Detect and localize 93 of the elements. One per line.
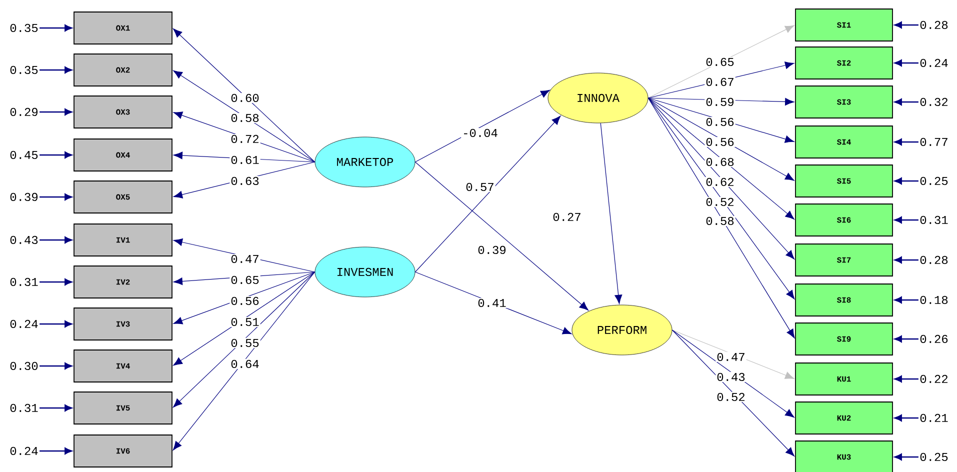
edge-label: 0.65 [704, 56, 736, 68]
error-value: 0.43 [10, 236, 38, 244]
arrow [40, 320, 72, 328]
arrow [40, 108, 72, 116]
arrow [894, 216, 918, 224]
error-value: 0.25 [920, 452, 948, 462]
edge-label: 0.58 [230, 112, 260, 124]
error-value: 0.31 [10, 404, 38, 412]
error-value: 0.28 [920, 20, 948, 30]
arrow [648, 98, 795, 300]
arrow [40, 448, 72, 454]
arrow [894, 98, 918, 106]
edge-label: 0.56 [704, 116, 736, 128]
edge-label: 0.58 [704, 216, 736, 226]
arrow [894, 138, 918, 146]
edge-label: 0.39 [476, 244, 508, 256]
arrow [648, 98, 795, 338]
arrow [894, 376, 918, 382]
arrow [648, 98, 794, 181]
arrow [648, 98, 794, 220]
error-value: 0.24 [10, 320, 38, 328]
edge-label: 0.64 [230, 358, 260, 370]
edge-label: 0.59 [704, 96, 736, 108]
arrow [894, 336, 918, 342]
arrow [648, 25, 794, 98]
error-value: 0.29 [10, 108, 38, 116]
edge-label: 0.43 [716, 372, 746, 382]
edge-label: 0.27 [552, 212, 582, 222]
edge-label: 0.67 [704, 76, 736, 88]
edge-label: 0.47 [230, 254, 260, 264]
arrow [40, 278, 72, 286]
arrow [173, 70, 316, 162]
edge-label: 0.47 [716, 352, 746, 362]
error-value: 0.32 [920, 98, 948, 106]
arrow [894, 414, 918, 422]
edge-label: 0.52 [704, 196, 736, 208]
arrow [894, 178, 918, 184]
arrow [894, 256, 918, 264]
edge-label: 0.52 [716, 392, 746, 402]
arrow [173, 28, 316, 162]
edge-label: 0.65 [230, 274, 260, 286]
arrow [894, 454, 918, 460]
arrow [672, 330, 794, 379]
error-value: 0.25 [920, 176, 948, 186]
arrow [414, 116, 561, 272]
error-value: 0.24 [10, 446, 38, 456]
arrow [414, 90, 550, 162]
arrow [173, 272, 316, 324]
error-value: 0.18 [920, 296, 948, 304]
arrow [172, 272, 316, 450]
edge-label: 0.68 [704, 156, 736, 168]
error-value: 0.35 [10, 66, 38, 74]
error-value: 0.77 [920, 138, 948, 146]
error-value: 0.21 [920, 414, 948, 422]
error-value: 0.22 [920, 374, 948, 384]
error-value: 0.35 [10, 24, 38, 32]
arrow [894, 296, 918, 304]
edge-label: 0.61 [230, 154, 260, 166]
arrow [40, 362, 72, 370]
error-value: 0.31 [920, 216, 948, 224]
edge-label: 0.41 [476, 298, 508, 308]
arrow [414, 162, 588, 311]
arrow [173, 272, 316, 408]
error-value: 0.45 [10, 150, 38, 160]
arrow [40, 66, 72, 74]
edge-label: -0.04 [461, 128, 499, 138]
error-value: 0.30 [10, 362, 38, 370]
arrow [40, 194, 72, 200]
edge-label: 0.56 [230, 296, 260, 306]
arrow [40, 24, 72, 32]
edge-label: 0.62 [704, 176, 736, 188]
edge-label: 0.60 [230, 92, 260, 104]
edge-label: 0.56 [704, 136, 736, 148]
edge-label: 0.72 [230, 134, 260, 144]
edge-label: 0.55 [230, 338, 260, 348]
arrow [40, 236, 72, 244]
arrow [600, 122, 622, 304]
error-value: 0.39 [10, 192, 38, 202]
arrow [40, 152, 72, 158]
error-value: 0.24 [920, 58, 948, 68]
arrow [173, 272, 316, 366]
arrow [648, 98, 795, 260]
edge-label: 0.51 [230, 316, 260, 328]
arrow [672, 330, 794, 418]
error-value: 0.26 [920, 334, 948, 344]
edge-label: 0.63 [230, 176, 260, 186]
arrow [672, 330, 795, 456]
edge-label: 0.57 [464, 182, 496, 192]
error-value: 0.28 [920, 256, 948, 264]
arrow [894, 22, 918, 28]
arrow [40, 404, 72, 412]
error-value: 0.31 [10, 278, 38, 286]
arrow [894, 60, 918, 66]
